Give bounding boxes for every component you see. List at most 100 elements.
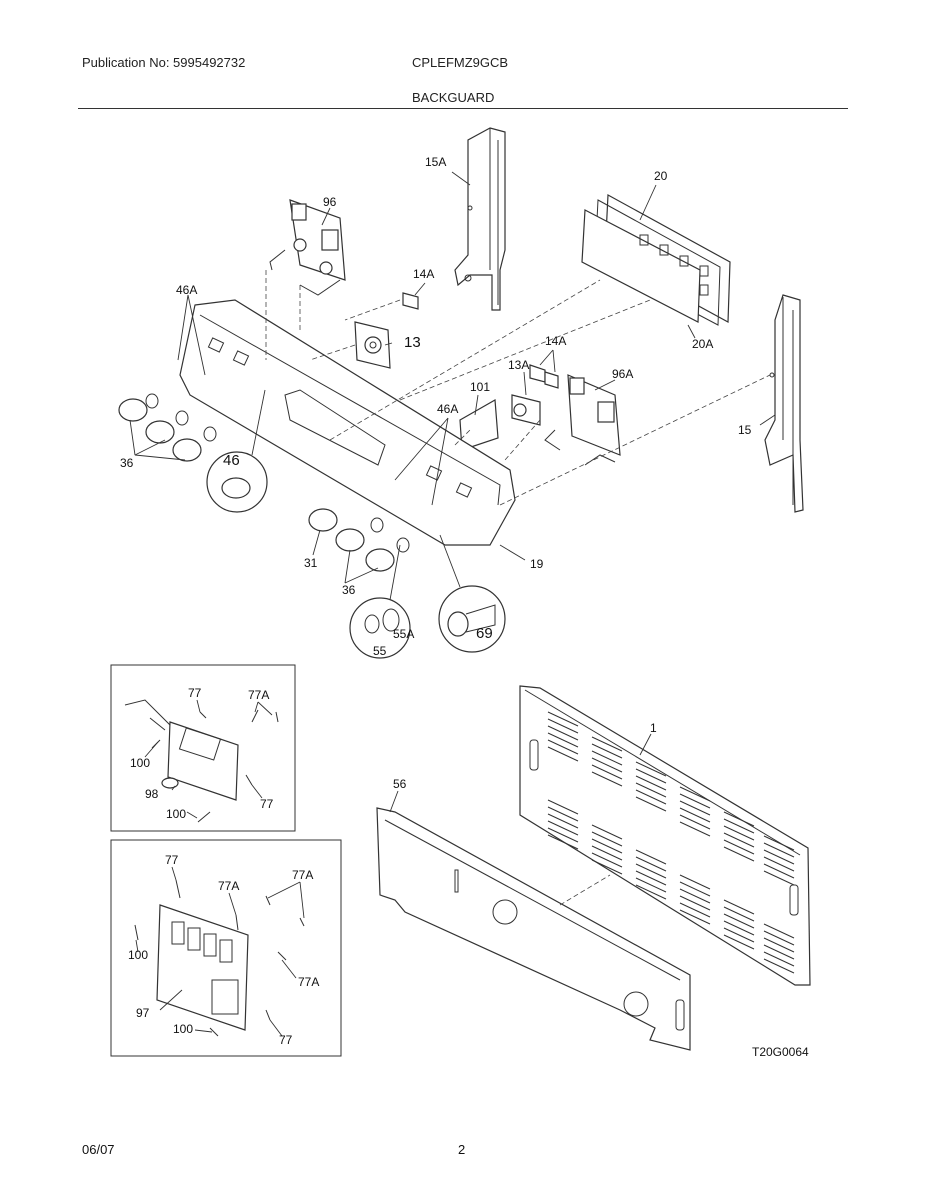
detail-46	[206, 389, 268, 513]
vent-louvre	[635, 856, 667, 872]
inset-box-98	[110, 664, 296, 832]
vent-louvre	[635, 877, 667, 893]
vent-louvre	[763, 951, 795, 967]
box2-callout-77a-right: 77A	[292, 868, 313, 882]
vent-louvre	[547, 820, 579, 836]
box2-callout-77-top: 77	[165, 853, 179, 867]
vent-louvre	[591, 831, 623, 847]
assembly-line-panels	[559, 874, 611, 906]
vent-louvre	[679, 793, 711, 809]
vent-louvre	[723, 913, 755, 929]
leader-1	[639, 733, 652, 756]
vent-louvre	[679, 807, 711, 823]
connector-14a-mid	[529, 364, 559, 389]
vent-louvre	[547, 725, 579, 741]
vent-louvre	[591, 838, 623, 854]
control-panel-19	[179, 299, 516, 546]
vent-louvre	[547, 834, 579, 850]
control-board-20	[581, 194, 731, 326]
vent-louvre	[763, 923, 795, 939]
vent-louvre	[591, 750, 623, 766]
vent-louvre	[547, 732, 579, 748]
vent-louvre	[763, 849, 795, 865]
vent-louvre	[763, 958, 795, 974]
switch-13a	[511, 394, 541, 426]
vent-louvre	[763, 863, 795, 879]
assembly-lines	[265, 270, 771, 506]
vent-louvre	[723, 839, 755, 855]
callout-15a: 15A	[425, 155, 446, 169]
vent-louvre	[591, 757, 623, 773]
detail-69	[438, 534, 506, 653]
publication-number: Publication No: 5995492732	[82, 55, 246, 70]
callout-55: 55	[373, 644, 387, 658]
footer-page: 2	[458, 1142, 465, 1157]
callout-96a: 96A	[612, 367, 633, 381]
vent-louvre	[635, 775, 667, 791]
box1-callout-100-bottom: 100	[166, 807, 186, 821]
vent-louvre	[723, 899, 755, 915]
box1-callout-77-bottom: 77	[260, 797, 274, 811]
switch-assembly-96a	[544, 374, 621, 466]
vent-louvre	[591, 764, 623, 780]
leader-lines	[129, 171, 776, 584]
callout-55a: 55A	[393, 627, 414, 641]
vent-louvre	[723, 818, 755, 834]
callout-20: 20	[654, 169, 668, 183]
callout-46: 46	[223, 452, 240, 469]
box1-callout-77-top: 77	[188, 686, 202, 700]
vent-louvre	[547, 799, 579, 815]
callout-36-bottom: 36	[342, 583, 356, 597]
vent-louvre	[635, 782, 667, 798]
vent-louvre	[635, 761, 667, 777]
callout-46a-mid: 46A	[437, 402, 458, 416]
side-trim-15a	[454, 127, 506, 311]
vent-louvre	[723, 927, 755, 943]
vent-louvre	[591, 743, 623, 759]
vent-louvre	[547, 806, 579, 822]
callout-31: 31	[304, 556, 318, 570]
vent-louvre	[591, 859, 623, 875]
callout-13: 13	[404, 334, 421, 351]
vent-louvre	[763, 944, 795, 960]
vent-louvre	[723, 920, 755, 936]
vent-louvre	[763, 870, 795, 886]
vent-louvre	[763, 842, 795, 858]
vent-louvre	[679, 881, 711, 897]
box2-callout-77a-mid: 77A	[298, 975, 319, 989]
vent-louvre	[635, 789, 667, 805]
connector-14a-top	[402, 292, 419, 310]
vent-louvre	[635, 870, 667, 886]
vent-louvre	[679, 902, 711, 918]
knobs-bottom	[308, 508, 410, 572]
vent-louvre	[763, 930, 795, 946]
switch-assembly-96	[269, 199, 346, 296]
box1-callout-100-top: 100	[130, 756, 150, 770]
vent-louvre	[547, 813, 579, 829]
model-number: CPLEFMZ9GCB	[412, 55, 509, 70]
vent-louvre	[547, 718, 579, 734]
detail-55	[349, 544, 411, 659]
callout-96: 96	[323, 195, 337, 209]
vent-louvre	[679, 874, 711, 890]
callout-56: 56	[393, 777, 407, 791]
callout-36-left: 36	[120, 456, 134, 470]
vent-louvre	[679, 888, 711, 904]
vent-louvre	[723, 934, 755, 950]
vent-louvre	[679, 800, 711, 816]
knobs-left	[118, 393, 217, 462]
box2-callout-100-bottom: 100	[173, 1022, 193, 1036]
box2-callout-77-bottom: 77	[279, 1033, 293, 1047]
footer-date: 06/07	[82, 1142, 115, 1157]
back-panel-56	[376, 790, 691, 1051]
callout-20a: 20A	[692, 337, 713, 351]
callout-101: 101	[470, 380, 490, 394]
box2-callout-100-left: 100	[128, 948, 148, 962]
vent-louvre	[723, 846, 755, 862]
callout-14a-top: 14A	[413, 267, 434, 281]
vent-louvre	[635, 884, 667, 900]
callout-1: 1	[650, 721, 657, 735]
vent-louvre	[547, 711, 579, 727]
callout-46a-left: 46A	[176, 283, 197, 297]
callout-13a: 13A	[508, 358, 529, 372]
